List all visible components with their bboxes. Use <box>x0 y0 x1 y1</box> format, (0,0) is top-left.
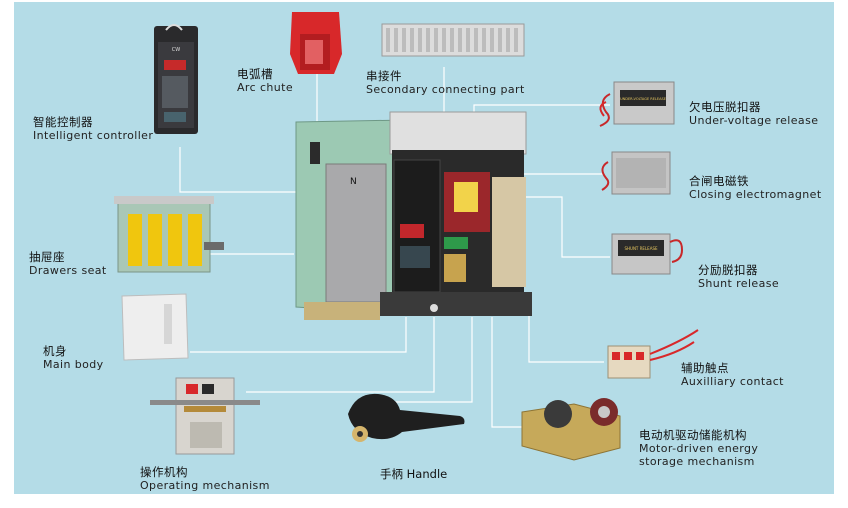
label-secondary: 串接件 Secondary connecting part <box>366 69 525 97</box>
label-shunt-zh: 分励脱扣器 <box>698 263 758 277</box>
auxiliary-contact-part <box>607 329 699 379</box>
label-secondary-en: Secondary connecting part <box>366 83 525 96</box>
label-auxiliary-en: Auxilliary contact <box>681 375 784 388</box>
motor-mechanism-part <box>521 398 621 461</box>
parts-illustration: CW N <box>114 12 699 461</box>
diagram-canvas: CW N <box>14 2 834 494</box>
operating-mechanism-part <box>150 377 260 455</box>
label-closing: 合闸电磁铁 Closing electromagnet <box>689 174 822 202</box>
label-operating-zh: 操作机构 <box>140 465 188 479</box>
secondary-connecting-part <box>381 23 525 57</box>
label-main-body-zh: 机身 <box>43 344 67 358</box>
label-under-voltage: 欠电压脱扣器 Under-voltage release <box>689 100 819 128</box>
label-drawers: 抽屉座 Drawers seat <box>29 250 107 278</box>
label-closing-zh: 合闸电磁铁 <box>689 174 749 188</box>
main-n-mark: N <box>350 177 357 187</box>
label-arc-chute-en: Arc chute <box>237 81 294 94</box>
label-auxiliary-zh: 辅助触点 <box>681 361 729 375</box>
label-drawers-en: Drawers seat <box>29 264 107 277</box>
label-shunt: 分励脱扣器 Shunt release <box>698 263 780 291</box>
leader-shunt <box>514 196 610 258</box>
closing-electromagnet-part <box>601 151 671 195</box>
uv-plate-text: UNDER-VOLTAGE RELEASE <box>620 97 666 101</box>
leader-auxiliary <box>528 307 604 363</box>
label-controller-en: Intelligent controller <box>33 129 154 142</box>
label-operating-en: Operating mechanism <box>140 479 270 492</box>
controller-brand: CW <box>172 47 180 53</box>
shunt-plate-text: SHUNT RELEASE <box>624 246 658 251</box>
secondary-terminals <box>386 28 518 52</box>
label-controller: 智能控制器 Intelligent controller <box>33 115 154 143</box>
label-closing-en: Closing electromagnet <box>689 188 822 201</box>
label-operating: 操作机构 Operating mechanism <box>140 465 270 493</box>
label-main-body: 机身 Main body <box>43 344 104 372</box>
label-motor-en-1: Motor-driven energy <box>639 442 759 455</box>
label-shunt-en: Shunt release <box>698 277 780 290</box>
under-voltage-release-part: UNDER-VOLTAGE RELEASE <box>599 81 675 127</box>
label-under-voltage-zh: 欠电压脱扣器 <box>689 100 761 114</box>
leader-main-body <box>190 317 407 353</box>
label-auxiliary: 辅助触点 Auxilliary contact <box>681 361 784 389</box>
intelligent-controller-part: CW <box>154 24 198 134</box>
label-motor-zh: 电动机驱动储能机构 <box>639 428 747 442</box>
drawers-seat-part <box>114 196 224 273</box>
label-handle: 手柄 Handle <box>380 467 448 481</box>
label-arc-chute: 电弧槽 Arc chute <box>237 67 294 95</box>
label-motor-en-2: storage mechanism <box>639 455 755 468</box>
label-controller-zh: 智能控制器 <box>33 115 93 129</box>
label-arc-chute-zh: 电弧槽 <box>237 67 273 81</box>
handle-part <box>348 393 465 442</box>
label-under-voltage-en: Under-voltage release <box>689 114 819 127</box>
label-motor: 电动机驱动储能机构 Motor-driven energy storage me… <box>639 428 759 469</box>
leader-handle <box>394 317 473 403</box>
shunt-release-part: SHUNT RELEASE <box>611 233 684 275</box>
main-breaker-assembly: N <box>295 111 532 320</box>
main-body-part <box>121 293 189 361</box>
leader-operating <box>246 317 435 393</box>
label-main-body-en: Main body <box>43 358 104 371</box>
arc-chute-part <box>290 12 342 74</box>
label-secondary-zh: 串接件 <box>366 69 402 83</box>
label-drawers-zh: 抽屉座 <box>29 250 65 264</box>
